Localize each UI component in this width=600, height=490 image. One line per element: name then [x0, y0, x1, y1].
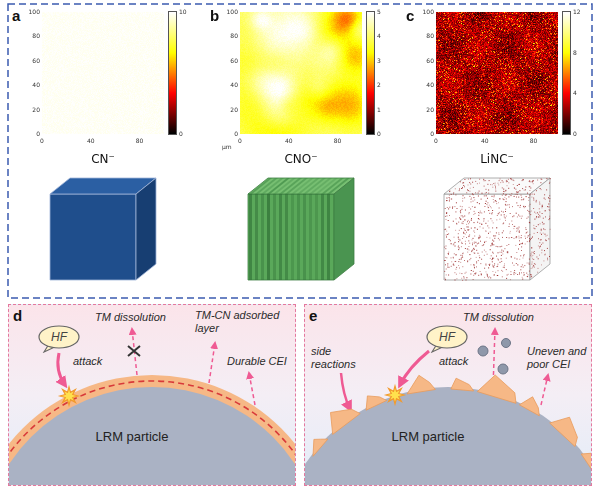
axis-unit: μm [222, 143, 232, 151]
attack-burst [60, 387, 78, 405]
callout-label: Durable CEI [227, 355, 287, 368]
axis-tick: 0 [418, 130, 434, 138]
axis-tick: 0 [232, 137, 248, 145]
axis-tick: 100 [418, 8, 434, 16]
colorbar-tick: 0 [377, 130, 381, 138]
bubble-label: HF [425, 325, 469, 349]
colorbar-tick: 3 [377, 57, 381, 65]
axis-tick: 40 [83, 137, 99, 145]
axis-tick: 80 [330, 137, 346, 145]
bubble-label: HF [37, 325, 81, 349]
color-bar [563, 12, 570, 134]
heatmap-image [240, 12, 362, 134]
gas-bubble: HF [425, 325, 469, 353]
callout-label: Uneven and poor CEI [527, 345, 589, 370]
axis-tick: 0 [24, 130, 40, 138]
colorbar-tick: 10 [179, 8, 187, 16]
colorbar-tick: 0 [573, 130, 577, 138]
panel-letter: d [13, 307, 22, 324]
colorbar-tick: 2 [377, 81, 381, 89]
panel-letter: a [12, 7, 20, 24]
cube-3d [444, 178, 551, 281]
callout-label: TM-CN adsorbed layer [195, 309, 291, 334]
axis-tick: 0 [428, 137, 444, 145]
panel-letter: b [210, 7, 219, 24]
gas-bubble: HF [37, 325, 81, 353]
dissolved-ion [498, 364, 508, 374]
heatmap-image [42, 12, 164, 134]
axis-tick: 0 [34, 137, 50, 145]
block-mark [128, 346, 140, 356]
dashed-frame [8, 4, 592, 298]
attack-arrow [58, 353, 65, 385]
dissolved-ion [502, 339, 511, 348]
colorbar-tick: 1 [377, 106, 381, 114]
callout-label: TM dissolution [463, 311, 534, 324]
particle-shape [9, 371, 295, 485]
ion-label: CN⁻ [53, 153, 153, 167]
axis-tick: 20 [24, 106, 40, 114]
axis-tick: 80 [418, 32, 434, 40]
axis-tick: 40 [418, 81, 434, 89]
leader-arrow [209, 343, 215, 383]
axis-tick: 20 [418, 106, 434, 114]
axis-tick: 0 [222, 130, 238, 138]
panel-letter: c [406, 7, 414, 24]
heatmap-image [436, 12, 558, 134]
particle-node: LRM particle [9, 371, 295, 485]
axis-tick: 60 [222, 57, 238, 65]
axis-tick: 40 [477, 137, 493, 145]
axis-tick: 40 [222, 81, 238, 89]
ion-label: LiNC⁻ [447, 153, 547, 167]
axis-tick: 80 [526, 137, 542, 145]
cube-3d [248, 178, 354, 280]
axis-tick: 40 [281, 137, 297, 145]
colorbar-tick: 12 [573, 8, 581, 16]
callout-label: TM dissolution [95, 311, 166, 324]
colorbar-tick: 4 [377, 32, 381, 40]
callout-label: attack [73, 355, 102, 368]
attack-burst [386, 386, 404, 404]
panel-e: e attack side reactions TM dissolutionUneve… [304, 304, 592, 486]
panel-letter: e [309, 307, 317, 324]
leader-arrow [341, 373, 350, 409]
cube-3d [50, 178, 156, 280]
particle-node: LRM particle [305, 371, 591, 485]
axis-tick: 40 [24, 81, 40, 89]
leader-arrow [541, 375, 548, 405]
axis-tick: 60 [24, 57, 40, 65]
colorbar-tick: 4 [573, 89, 577, 97]
color-bar [367, 12, 374, 134]
axis-tick: 100 [24, 8, 40, 16]
axis-tick: 60 [418, 57, 434, 65]
callout-label: attack [439, 355, 468, 368]
colorbar-tick: 5 [377, 8, 381, 16]
color-bar [169, 12, 176, 134]
leader-arrow [249, 373, 255, 405]
dissolved-ion [478, 346, 488, 356]
callout-label: side reactions [311, 345, 375, 370]
axis-tick: 80 [222, 32, 238, 40]
particle-shape [305, 371, 591, 485]
colorbar-tick: 0 [179, 130, 183, 138]
axis-tick: 20 [222, 106, 238, 114]
panel-d: d attack TM dissolution TM-CN adsorbed laye… [8, 304, 296, 486]
axis-tick: 80 [132, 137, 148, 145]
ion-label: CNO⁻ [251, 153, 351, 167]
axis-tick: 80 [24, 32, 40, 40]
particle-label: LRM particle [373, 429, 483, 444]
particle-label: LRM particle [77, 429, 187, 444]
axis-tick: 100 [222, 8, 238, 16]
colorbar-tick: 8 [573, 49, 577, 57]
